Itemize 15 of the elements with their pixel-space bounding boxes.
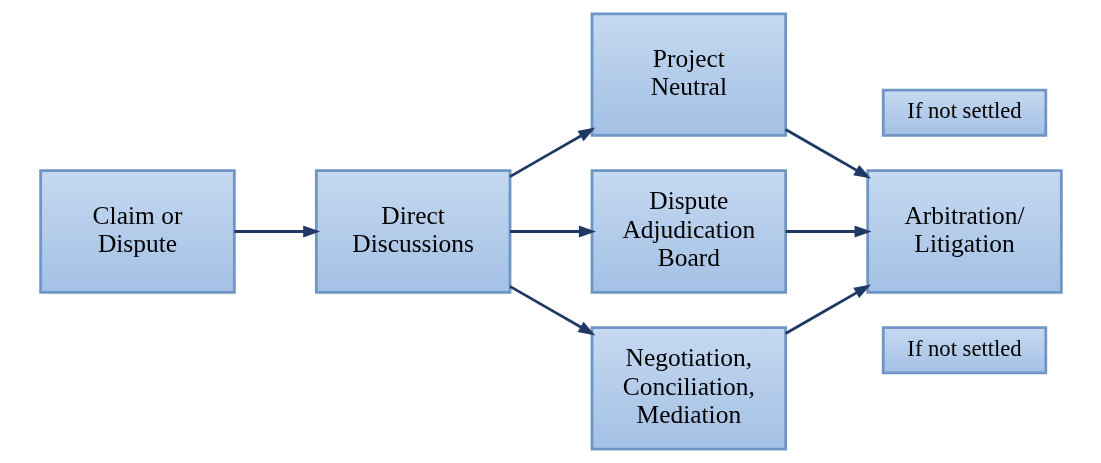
arrow [233, 225, 320, 238]
node-box: If not settled [881, 88, 1047, 137]
arrow [785, 225, 872, 238]
arrow [509, 225, 596, 238]
node-box: Claim or Dispute [38, 169, 236, 294]
node-box: Project Neutral [590, 12, 787, 137]
arrow [508, 285, 595, 336]
node-box: Direct Discussions [314, 169, 511, 294]
arrow [784, 128, 871, 179]
arrow [784, 284, 871, 335]
node-box: Arbitration/ Litigation [865, 169, 1063, 294]
node-box: Dispute Adjudication Board [590, 169, 787, 294]
node-box: If not settled [881, 326, 1047, 375]
node-box: Negotiation, Conciliation, Mediation [590, 326, 787, 451]
arrow [508, 127, 595, 178]
